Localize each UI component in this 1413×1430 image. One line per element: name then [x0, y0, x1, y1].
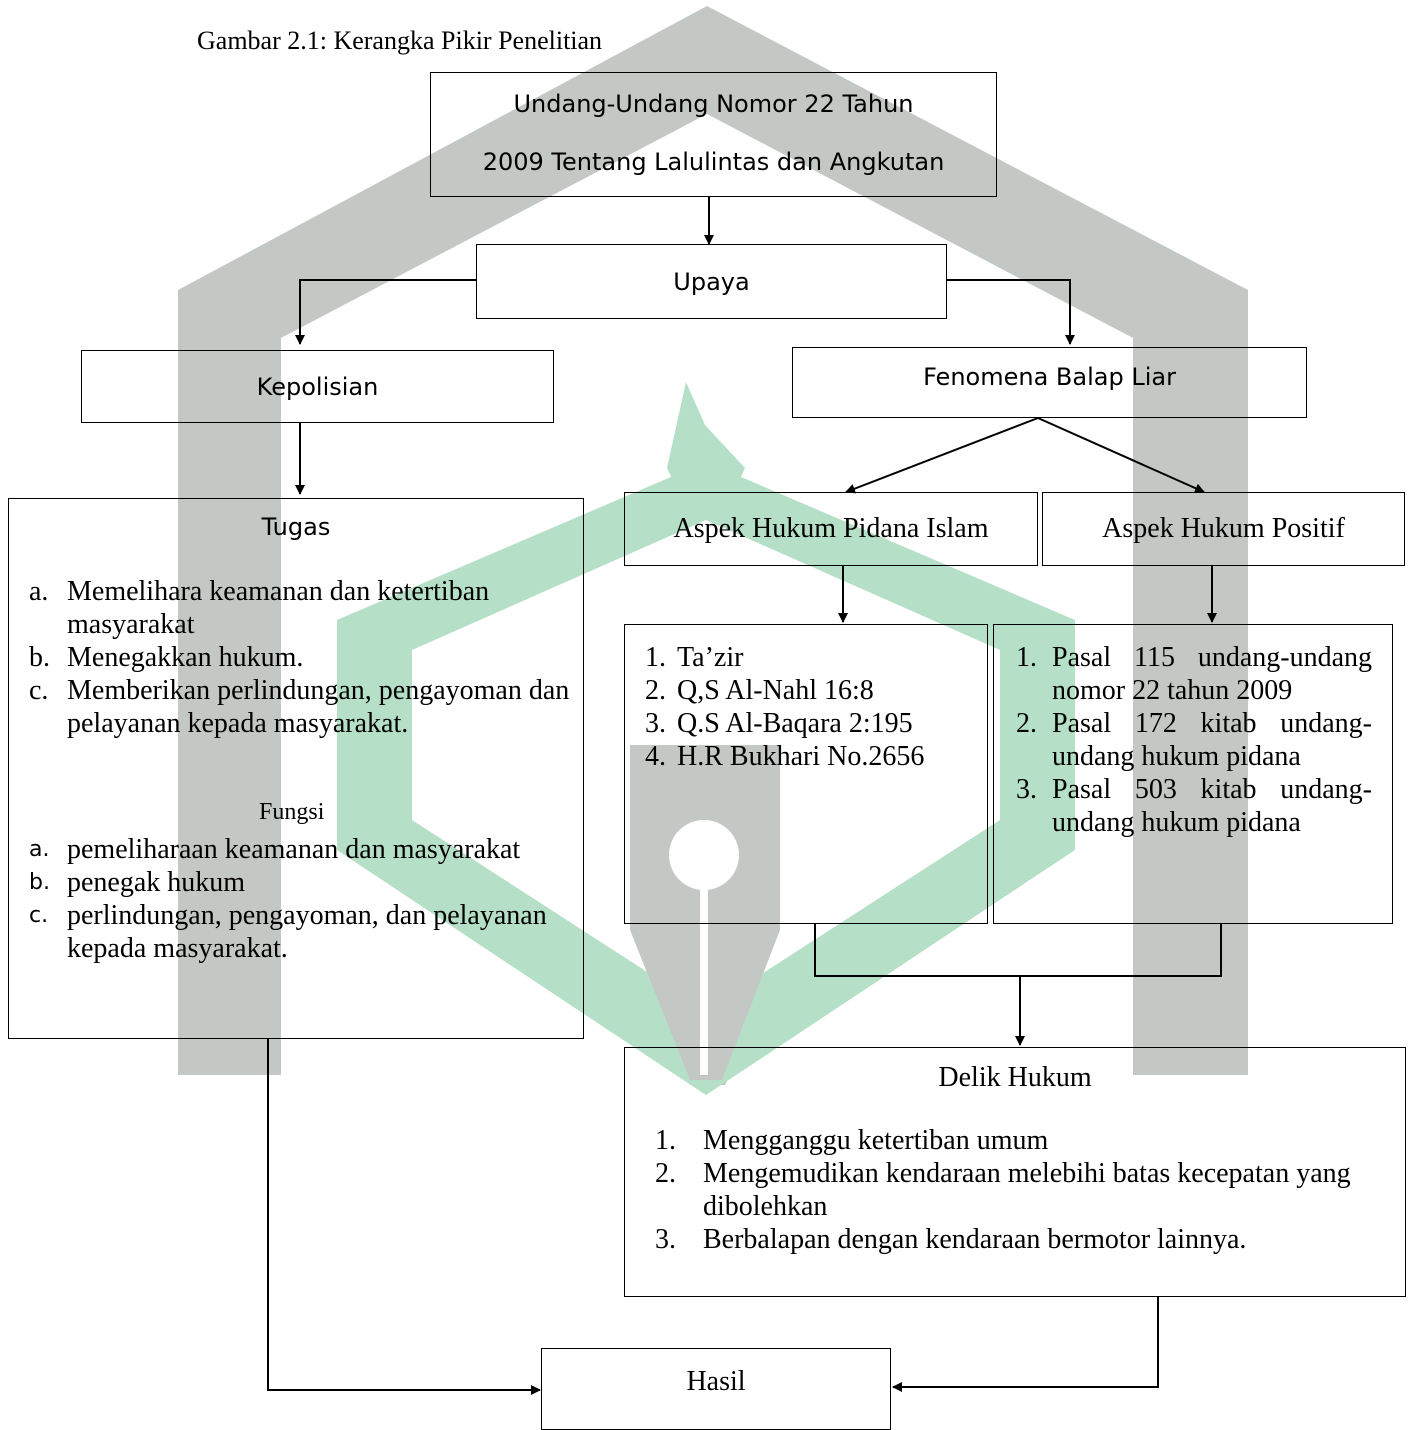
list-item: 1. Pasal 115 undang-undang nomor 22 tahun… — [1016, 641, 1372, 707]
list-item: 1. Mengganggu ketertiban umum — [655, 1124, 1385, 1157]
list-text: pemeliharaan keamanan dan masyarakat — [67, 834, 521, 865]
list-item: 3. Berbalapan dengan kendaraan bermotor l… — [655, 1223, 1385, 1256]
list-marker: a. — [29, 576, 49, 607]
aspek-positif-box: Aspek Hukum Positif — [1042, 492, 1405, 566]
list-item: 4. H.R Bukhari No.2656 — [645, 740, 981, 773]
list-marker: 4. — [645, 741, 666, 772]
list-marker: 1. — [655, 1125, 676, 1156]
list-item: a. Memelihara keamanan dan ketertiban mas… — [29, 575, 573, 641]
tugas-title: Tugas — [261, 513, 331, 541]
list-text: Q.S Al-Baqara 2:195 — [677, 708, 913, 739]
list-marker: 3. — [645, 708, 666, 739]
list-item: 2. Mengemudikan kendaraan melebihi batas … — [655, 1157, 1385, 1223]
list-text: Menegakkan hukum. — [67, 642, 304, 673]
list-marker: c. — [29, 903, 49, 928]
kepolisian-box: Kepolisian — [81, 350, 554, 423]
list-marker: c. — [29, 675, 49, 706]
list-item: 3. Q.S Al-Baqara 2:195 — [645, 707, 981, 740]
list-item: 2. Q,S Al-Nahl 16:8 — [645, 674, 981, 707]
law-line-1: Undang-Undang Nomor 22 Tahun — [513, 90, 914, 118]
delik-title: Delik Hukum — [938, 1062, 1092, 1093]
list-item: c. perlindungan, pengayoman, dan pelayana… — [29, 899, 573, 965]
aspek-islam-box: Aspek Hukum Pidana Islam — [624, 492, 1038, 566]
list-text: Mengganggu ketertiban umum — [703, 1125, 1049, 1156]
tugas-list: a. Memelihara keamanan dan ketertiban mas… — [29, 575, 573, 740]
list-marker: 1. — [645, 642, 666, 673]
list-marker: 2. — [1016, 708, 1037, 739]
list-marker: 2. — [645, 675, 666, 706]
list-text: Memelihara keamanan dan ketertiban masya… — [67, 576, 490, 640]
positif-list-box: 1. Pasal 115 undang-undang nomor 22 tahun… — [993, 624, 1393, 924]
list-text: Pasal 115 undang-undang nomor 22 tahun 2… — [1052, 642, 1372, 706]
positif-list: 1. Pasal 115 undang-undang nomor 22 tahun… — [1016, 641, 1372, 839]
delik-list: 1. Mengganggu ketertiban umum 2. Mengemudik… — [655, 1124, 1385, 1256]
list-marker: b. — [29, 870, 50, 895]
kepolisian-label: Kepolisian — [256, 372, 379, 401]
figure-caption: Gambar 2.1: Kerangka Pikir Penelitian — [197, 26, 603, 55]
arrow-fenomena-to-aspek-positif — [1037, 417, 1205, 493]
delik-box: Delik Hukum 1. Mengganggu ketertiban umum… — [624, 1047, 1406, 1297]
list-text: Pasal 503 kitab undang-undang hukum pida… — [1052, 774, 1372, 838]
arrow-tugas-to-hasil — [267, 1039, 541, 1395]
list-item: b. Menegakkan hukum. — [29, 641, 573, 674]
list-marker: 3. — [655, 1224, 676, 1255]
list-text: Q,S Al-Nahl 16:8 — [677, 675, 874, 706]
law-line-2: 2009 Tentang Lalulintas dan Angkutan — [482, 148, 945, 176]
fenomena-box: Fenomena Balap Liar — [792, 347, 1307, 418]
upaya-label: Upaya — [673, 267, 750, 296]
upaya-box: Upaya — [476, 244, 947, 319]
list-text: Mengemudikan kendaraan melebihi batas ke… — [703, 1158, 1351, 1222]
list-marker: 1. — [1016, 642, 1037, 673]
hasil-label: Hasil — [686, 1366, 746, 1397]
list-item: 2. Pasal 172 kitab undang-undang hukum pi… — [1016, 707, 1372, 773]
tugas-box: Tugas a. Memelihara keamanan dan ketertib… — [8, 498, 584, 1039]
list-marker: 3. — [1016, 774, 1037, 805]
list-text: penegak hukum — [67, 867, 246, 898]
hasil-box: Hasil — [541, 1348, 891, 1430]
law-box: Undang-Undang Nomor 22 Tahun 2009 Tentan… — [430, 72, 997, 197]
fungsi-title: Fungsi — [259, 799, 325, 825]
aspek-islam-label: Aspek Hukum Pidana Islam — [673, 513, 989, 544]
list-marker: b. — [29, 642, 50, 673]
bracket-lists-join — [814, 924, 1222, 977]
list-item: c. Memberikan perlindungan, pengayoman da… — [29, 674, 573, 740]
list-text: Pasal 172 kitab undang-undang hukum pida… — [1052, 708, 1372, 772]
list-item: a. pemeliharaan keamanan dan masyarakat — [29, 833, 573, 866]
fenomena-label: Fenomena Balap Liar — [923, 362, 1176, 391]
list-text: Ta’zir — [677, 642, 744, 673]
arrow-fenomena-to-aspek-islam — [845, 417, 1039, 494]
islam-list: 1. Ta’zir 2. Q,S Al-Nahl 16:8 3. Q.S Al-Baqar… — [645, 641, 981, 773]
list-item: 3. Pasal 503 kitab undang-undang hukum pi… — [1016, 773, 1372, 839]
list-marker: a. — [29, 837, 50, 862]
list-text: perlindungan, pengayoman, dan pelayanan … — [67, 900, 547, 964]
arrow-upaya-to-fenomena — [946, 279, 1075, 345]
list-text: H.R Bukhari No.2656 — [677, 741, 925, 772]
list-text: Berbalapan dengan kendaraan bermotor lai… — [703, 1224, 1247, 1255]
watermark-pen-hole — [669, 820, 739, 890]
arrow-delik-to-hasil — [892, 1296, 1159, 1392]
arrow-upaya-to-kepolisian — [295, 279, 477, 345]
list-text: Memberikan perlindungan, pengayoman dan … — [67, 675, 570, 739]
list-item: b. penegak hukum — [29, 866, 573, 899]
list-marker: 2. — [655, 1158, 676, 1189]
list-item: 1. Ta’zir — [645, 641, 981, 674]
aspek-positif-label: Aspek Hukum Positif — [1102, 513, 1345, 544]
watermark-pen-slit — [700, 885, 708, 1075]
islam-list-box: 1. Ta’zir 2. Q,S Al-Nahl 16:8 3. Q.S Al-Baqar… — [624, 624, 988, 924]
